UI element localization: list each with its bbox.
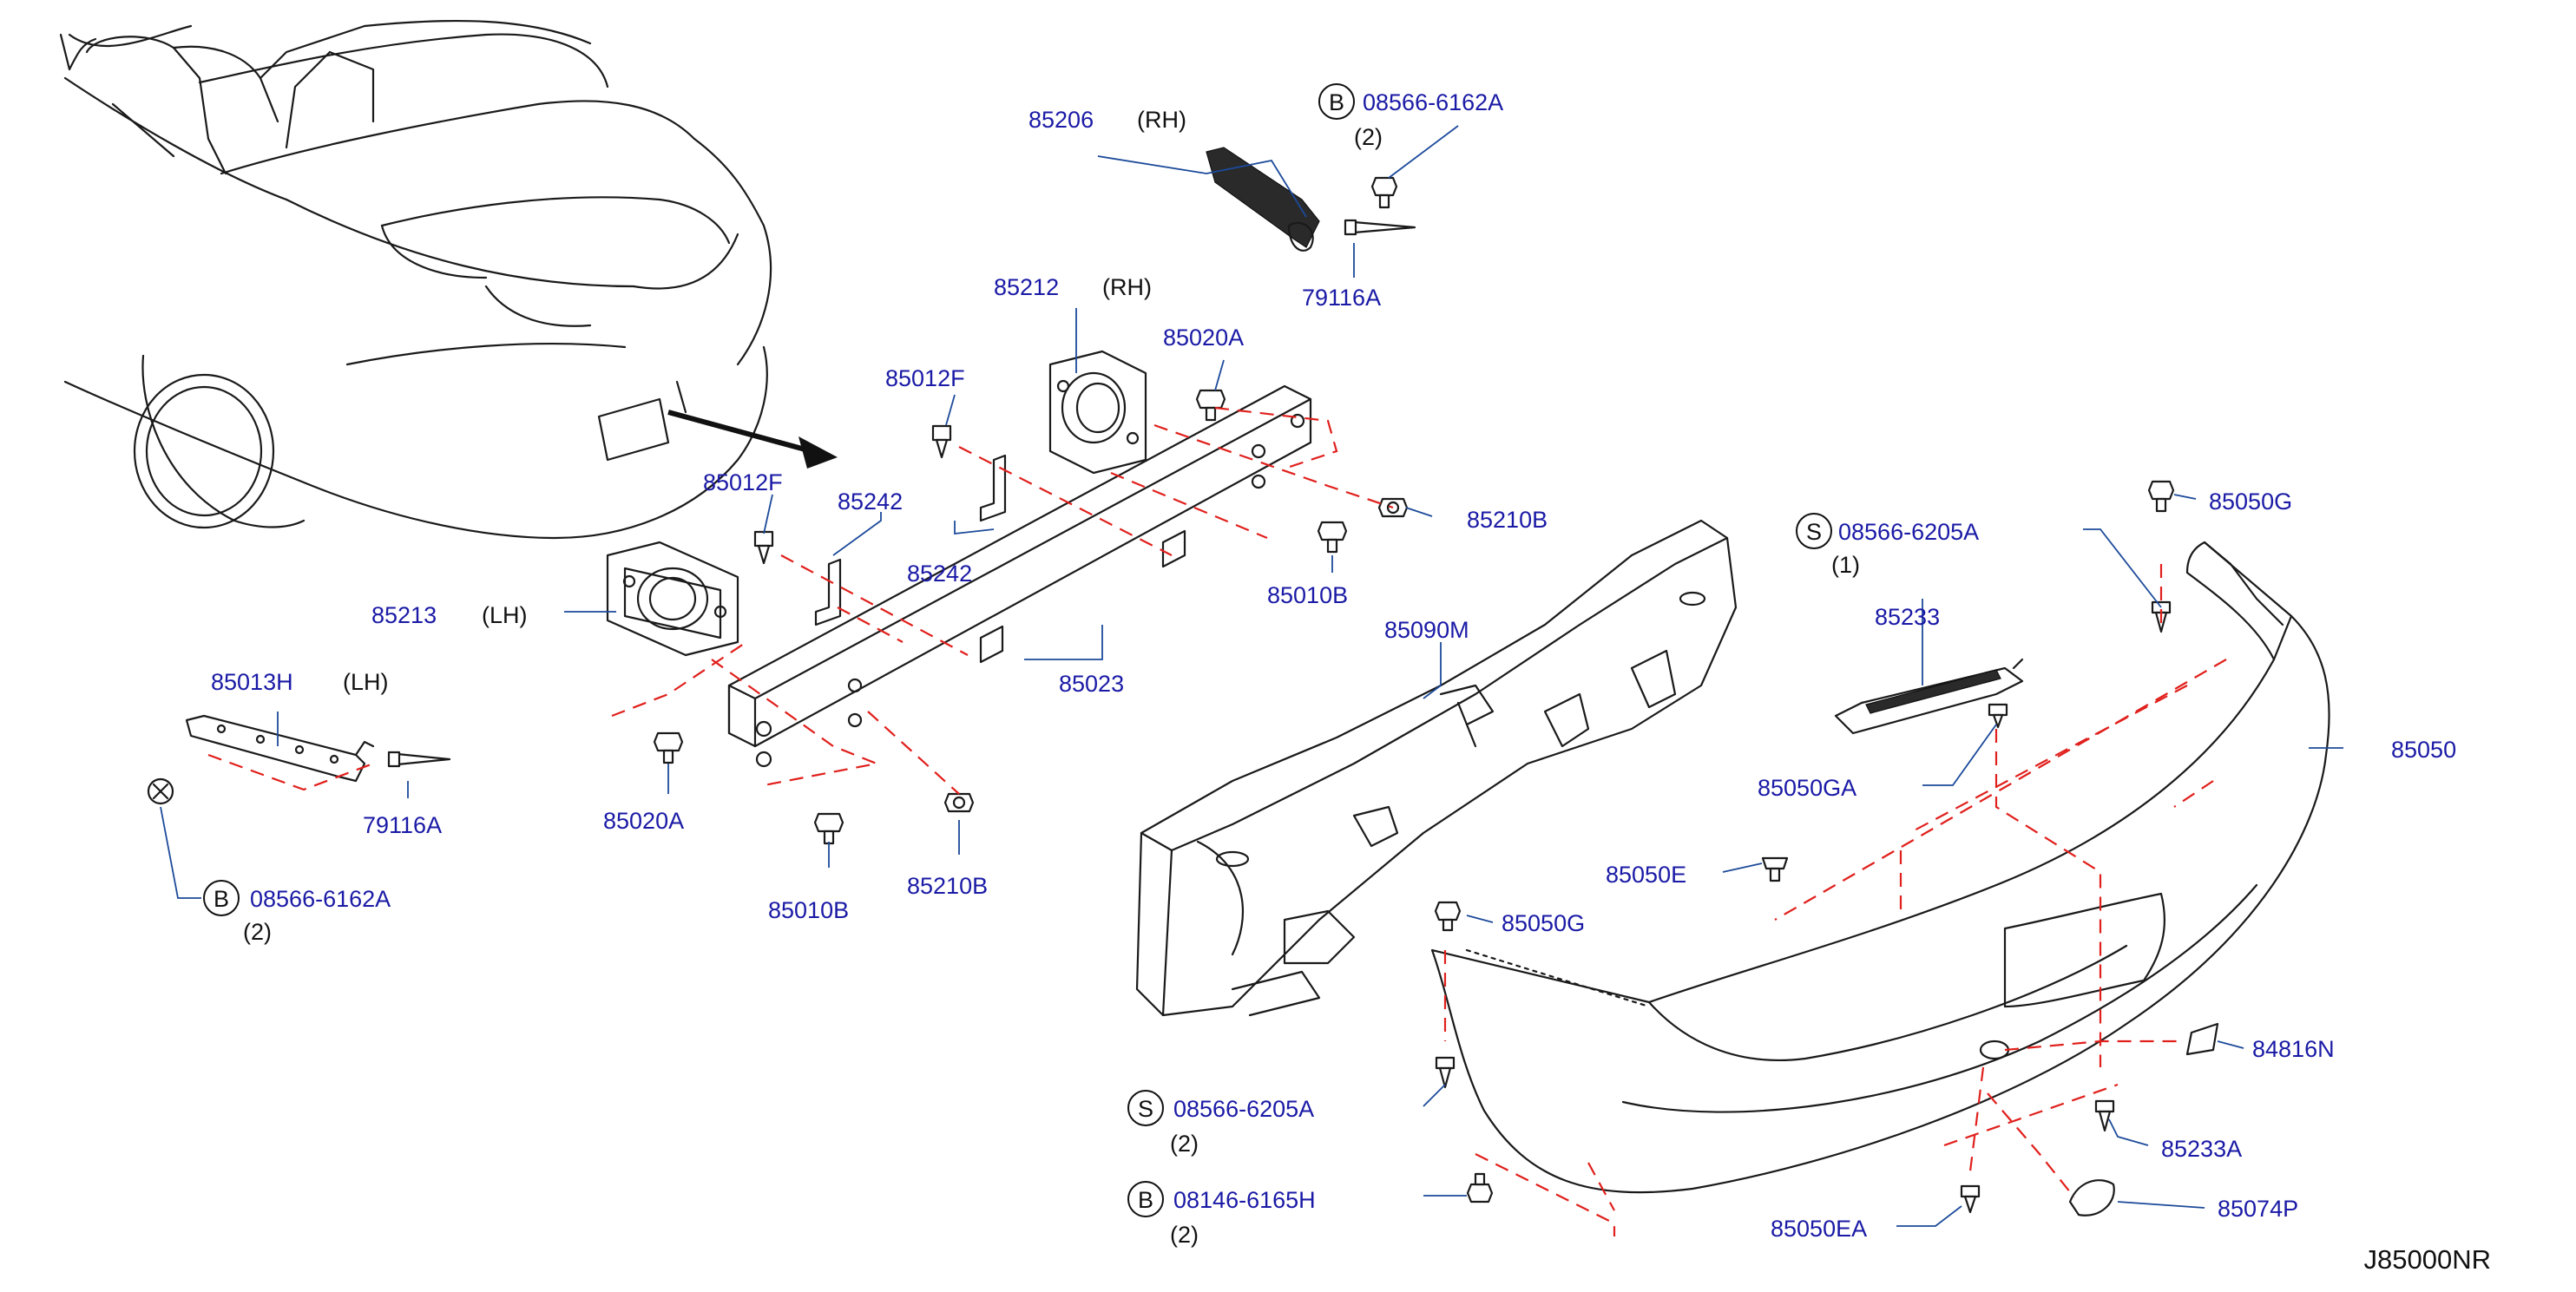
label-85050EA: 85050EA bbox=[1771, 1216, 1867, 1242]
label-85242-top: 85242 bbox=[838, 489, 903, 515]
bumper-side-bracket-rh bbox=[1206, 147, 1320, 252]
label-85010B-top: 85010B bbox=[1267, 582, 1348, 608]
car-rear-outline bbox=[59, 19, 772, 540]
qty-08146-6165H: (2) bbox=[1170, 1222, 1199, 1248]
assembly-dashed-lines bbox=[207, 406, 2227, 1236]
label-85242-bottom: 85242 bbox=[907, 561, 972, 587]
qty-08566-6205A-top: (1) bbox=[1831, 552, 1860, 578]
badge-b-lower: B bbox=[1138, 1187, 1153, 1213]
qty-08566-6162A-top: (2) bbox=[1354, 124, 1383, 150]
label-85050E: 85050E bbox=[1606, 862, 1686, 888]
rear-bumper-reinforcement bbox=[727, 384, 1312, 768]
label-85233: 85233 bbox=[1875, 604, 1940, 630]
badge-s-top: S bbox=[1806, 519, 1822, 545]
label-85074P: 85074P bbox=[2218, 1196, 2298, 1222]
label-08566-6205A-bottom: 08566-6205A bbox=[1173, 1096, 1314, 1122]
label-85023: 85023 bbox=[1059, 671, 1124, 697]
label-85210B-top: 85210B bbox=[1467, 507, 1548, 533]
bumper-center-bracket bbox=[1834, 658, 2024, 735]
bracket-85242 bbox=[814, 454, 1007, 626]
label-85020A-bottom: 85020A bbox=[603, 808, 684, 834]
bumper-stay-lh bbox=[606, 541, 739, 657]
label-85013H-side: (LH) bbox=[343, 669, 389, 695]
leader-lines bbox=[160, 125, 2343, 1227]
label-85050G-top: 85050G bbox=[2209, 489, 2292, 515]
label-85206-side: (RH) bbox=[1137, 107, 1186, 133]
label-79116A-top: 79116A bbox=[1302, 285, 1381, 311]
bumper-side-bracket-lh bbox=[185, 714, 375, 783]
label-85212-side: (RH) bbox=[1102, 274, 1152, 300]
label-08566-6162A-top: 08566-6162A bbox=[1363, 89, 1503, 115]
badge-s-bottom: S bbox=[1138, 1096, 1153, 1122]
label-84816N: 84816N bbox=[2252, 1036, 2335, 1062]
assembly-direction-arrow bbox=[667, 410, 838, 469]
label-85050GA: 85050GA bbox=[1758, 775, 1856, 801]
energy-absorber bbox=[1135, 519, 1738, 1017]
label-85010B-bottom: 85010B bbox=[768, 897, 849, 923]
qty-08566-6205A-bottom: (2) bbox=[1170, 1131, 1199, 1157]
part-labels: 85206 (RH) B 08566-6162A (2) 79116A 8521… bbox=[211, 89, 2491, 1275]
label-85012F-mid: 85012F bbox=[703, 469, 783, 495]
label-85213-side: (LH) bbox=[482, 602, 528, 628]
badge-b-bottom: B bbox=[214, 886, 229, 912]
badge-b-top: B bbox=[1329, 89, 1344, 115]
diagram-reference-code: J85000NR bbox=[2364, 1244, 2491, 1275]
label-08566-6162A-bottom: 08566-6162A bbox=[250, 886, 391, 912]
small-covers bbox=[2068, 1022, 2219, 1217]
label-85233A: 85233A bbox=[2161, 1136, 2242, 1162]
label-85213: 85213 bbox=[371, 602, 437, 628]
qty-08566-6162A-bottom: (2) bbox=[243, 919, 272, 945]
fastener-symbols bbox=[147, 176, 2175, 1214]
label-85210B-bottom: 85210B bbox=[907, 873, 988, 899]
bumper-fascia bbox=[1430, 541, 2330, 1194]
label-85013H: 85013H bbox=[211, 669, 293, 695]
label-79116A-bottom: 79116A bbox=[363, 812, 442, 838]
badge-circles bbox=[203, 83, 1832, 1217]
label-85090M: 85090M bbox=[1384, 617, 1469, 643]
label-08566-6205A-top: 08566-6205A bbox=[1838, 519, 1979, 545]
label-85050: 85050 bbox=[2391, 737, 2456, 763]
label-85206: 85206 bbox=[1028, 107, 1094, 133]
label-85012F-top: 85012F bbox=[885, 365, 965, 391]
bumper-stay-rh bbox=[1048, 350, 1147, 475]
label-08146-6165H: 08146-6165H bbox=[1173, 1187, 1316, 1213]
label-85020A-top: 85020A bbox=[1163, 325, 1244, 351]
label-85212: 85212 bbox=[994, 274, 1059, 300]
label-85050G-mid: 85050G bbox=[1502, 910, 1585, 936]
